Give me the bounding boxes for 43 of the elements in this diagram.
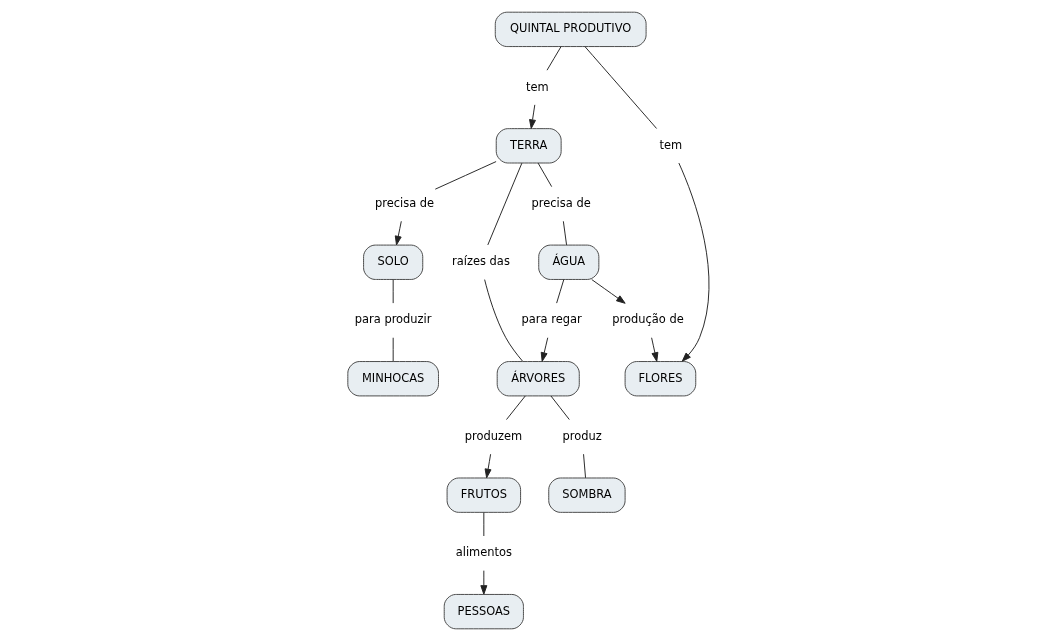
arrow xyxy=(484,453,491,479)
node-text: para regar xyxy=(521,312,582,327)
node-box: SOMBRA xyxy=(547,477,626,513)
node-box: ÁRVORES xyxy=(496,361,580,397)
connector xyxy=(562,220,567,246)
connector xyxy=(482,511,484,537)
connector xyxy=(549,395,570,421)
node-text: produz xyxy=(562,428,602,443)
node-text: tem xyxy=(659,137,682,152)
connector xyxy=(584,46,657,129)
connector xyxy=(537,162,552,188)
connector xyxy=(555,279,564,304)
connector xyxy=(483,279,523,362)
connector xyxy=(392,279,394,304)
node-box: FLORES xyxy=(624,361,696,397)
node-box: MINHOCAS xyxy=(346,361,439,397)
node-box: FRUTOS xyxy=(446,477,521,513)
node-text: precisa de xyxy=(531,196,591,211)
node-text: produzem xyxy=(464,428,522,443)
node-box: QUINTAL PRODUTIVO xyxy=(494,11,647,48)
connector xyxy=(434,161,497,190)
arrow xyxy=(590,279,626,304)
node-text: produção de xyxy=(611,312,684,327)
connector xyxy=(486,162,522,246)
node-text: alimentos xyxy=(455,545,512,560)
node-text: raízes das xyxy=(451,254,510,269)
arrow xyxy=(677,162,709,362)
node-box: SOLO xyxy=(362,244,423,280)
arrow xyxy=(540,337,548,362)
node-text: precisa de xyxy=(374,196,434,211)
node-box: ÁGUA xyxy=(537,244,599,280)
arrow xyxy=(528,104,536,129)
node-box: TERRA xyxy=(495,128,562,164)
connector xyxy=(582,453,586,479)
node-text: tem xyxy=(525,79,549,94)
arrow xyxy=(650,337,658,362)
node-box: PESSOAS xyxy=(443,593,524,630)
arrow xyxy=(479,570,487,595)
connector xyxy=(392,337,394,362)
connector xyxy=(505,395,526,421)
node-text: para produzir xyxy=(354,312,432,327)
arrow xyxy=(394,220,402,246)
connector xyxy=(546,46,561,71)
